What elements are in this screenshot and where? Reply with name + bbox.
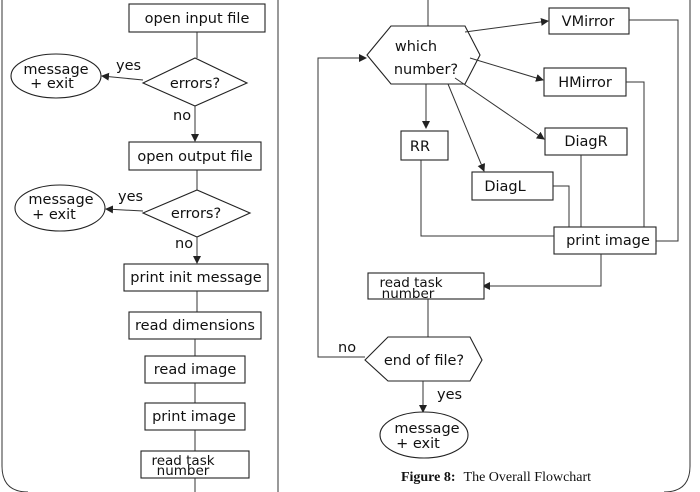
caption-label: Figure 8: xyxy=(401,470,456,485)
route-to-read-task xyxy=(482,254,602,290)
route-diagl xyxy=(553,185,570,227)
open-input-label: open input file xyxy=(145,11,250,27)
which-number-line2: number? xyxy=(394,62,458,78)
yes-label-right: yes xyxy=(437,387,462,403)
read-dimensions-label: read dimensions xyxy=(135,318,255,334)
hmirror-label: HMirror xyxy=(558,75,612,91)
end-of-file-label: end of file? xyxy=(384,353,464,369)
read-task-box-right xyxy=(367,272,485,300)
no-label-right: no xyxy=(338,340,356,356)
vmirror-box xyxy=(548,7,630,35)
errors-decision-2 xyxy=(141,189,252,238)
branch-diagl xyxy=(447,83,486,172)
read-task-line2-right: number xyxy=(382,286,435,302)
route-vmirror xyxy=(629,19,679,242)
message-exit-line2-1: + exit xyxy=(30,76,74,92)
read-task-line1-left: read task xyxy=(151,453,214,469)
print-init-label: print init message xyxy=(130,270,261,286)
message-exit-ellipse-1 xyxy=(10,53,102,99)
errors-label-2: errors? xyxy=(171,206,221,222)
print-init-box xyxy=(123,263,269,292)
yes-arrow-2 xyxy=(105,205,144,214)
read-task-box-left xyxy=(140,450,250,479)
diagl-box xyxy=(471,171,554,201)
print-image-box-right xyxy=(553,226,657,255)
message-exit-line1-right: message xyxy=(394,421,459,437)
yes-label-2: yes xyxy=(118,189,143,205)
end-of-file-decision xyxy=(364,336,483,382)
errors-label-1: errors? xyxy=(170,76,220,92)
figure-caption: Figure 8: The Overall Flowchart xyxy=(401,468,591,485)
diagl-label: DiagL xyxy=(484,179,525,195)
right-panel-frame xyxy=(663,0,691,492)
open-input-box xyxy=(128,3,266,33)
message-exit-ellipse-right xyxy=(379,411,469,459)
open-output-box xyxy=(128,141,262,171)
read-image-box xyxy=(144,355,246,384)
no-loop-back xyxy=(317,54,367,358)
yes-label-1: yes xyxy=(116,58,141,74)
route-rr xyxy=(420,160,554,237)
read-task-line1-right: read task xyxy=(379,275,442,291)
rr-box xyxy=(400,130,449,161)
message-exit-line1-2: message xyxy=(28,192,93,208)
branch-diagr xyxy=(454,77,545,140)
message-exit-line1-1: message xyxy=(23,62,88,78)
left-flowchart: open input file errors? yes message + ex… xyxy=(10,3,269,492)
branch-vmirror xyxy=(464,17,549,33)
no-label-2: no xyxy=(175,236,193,252)
message-exit-line2-right: + exit xyxy=(396,436,440,452)
caption-text: The Overall Flowchart xyxy=(464,470,592,485)
route-hmirror xyxy=(626,81,645,227)
read-image-label: read image xyxy=(154,362,237,378)
which-number-line1: which xyxy=(395,39,437,55)
rr-label: RR xyxy=(410,139,430,155)
vmirror-label: VMirror xyxy=(562,14,615,30)
message-exit-ellipse-2 xyxy=(14,184,106,232)
which-number-decision xyxy=(366,25,481,85)
message-exit-line2-2: + exit xyxy=(32,207,76,223)
diagr-label: DiagR xyxy=(564,134,607,150)
print-image-label-left: print image xyxy=(152,409,236,425)
print-image-label-right: print image xyxy=(566,233,650,249)
read-task-line2-left: number xyxy=(157,463,210,479)
open-output-label: open output file xyxy=(137,149,252,165)
hmirror-box xyxy=(543,67,627,97)
right-flowchart: which number? VMirror HMirror DiagR RR D… xyxy=(317,0,679,459)
no-label-1: no xyxy=(173,108,191,124)
yes-arrow-1 xyxy=(101,72,144,81)
diagr-box xyxy=(544,127,628,156)
errors-decision-1 xyxy=(141,57,249,107)
read-dimensions-box xyxy=(128,311,262,340)
branch-hmirror xyxy=(469,57,544,82)
